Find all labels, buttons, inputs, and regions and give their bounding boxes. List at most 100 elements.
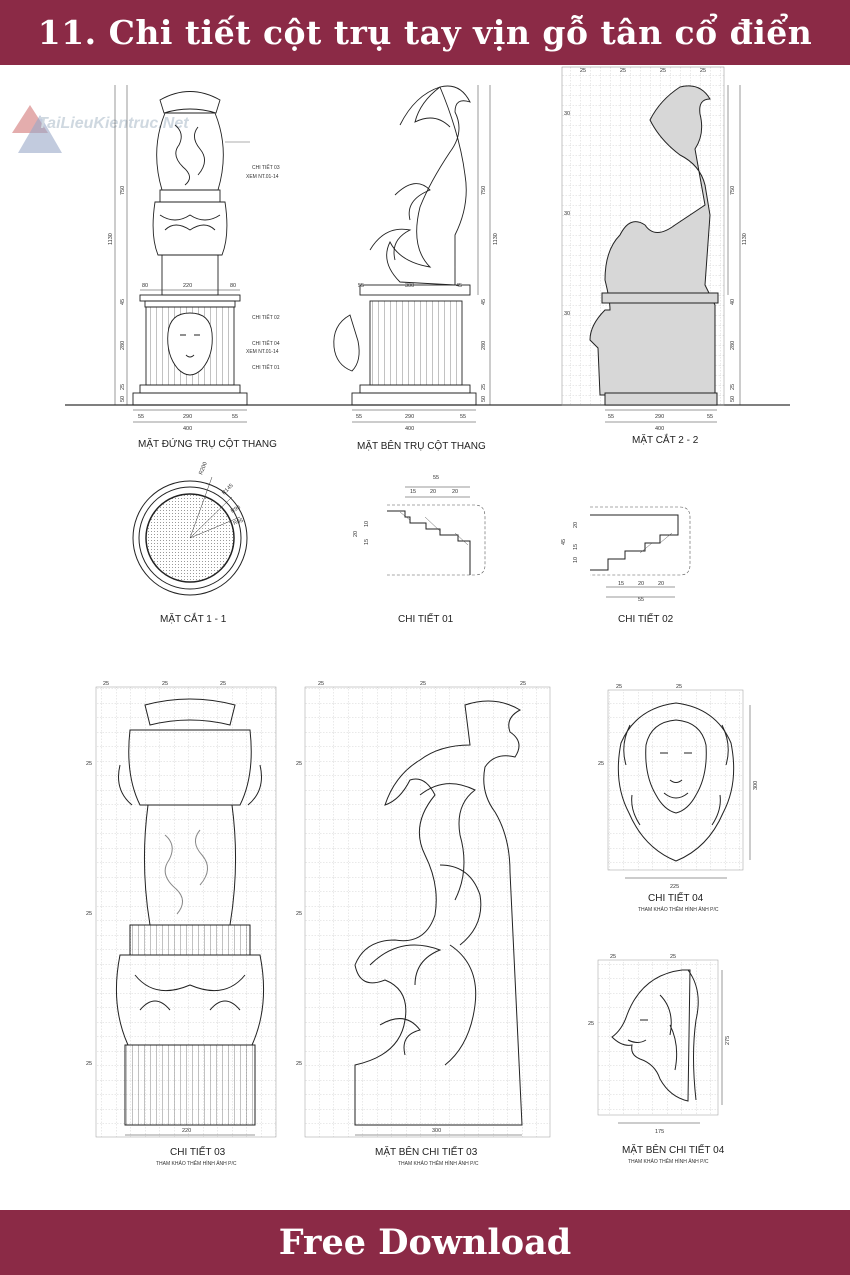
section22-dim-text: 25 25 25 25 30 30 30 55 290 55 400 1130 … [564, 68, 748, 432]
svg-text:R200: R200 [198, 461, 208, 475]
svg-text:300: 300 [405, 283, 414, 289]
detail-03-label: CHI TIẾT 03 [170, 1145, 226, 1158]
svg-text:25: 25 [120, 384, 126, 390]
detail-02: 15 20 20 55 45 20 15 10 [561, 506, 691, 603]
svg-text:45: 45 [561, 539, 567, 545]
svg-text:20: 20 [658, 581, 664, 587]
svg-text:25: 25 [620, 68, 626, 74]
svg-text:25: 25 [296, 761, 302, 767]
svg-text:25: 25 [481, 384, 487, 390]
svg-text:30: 30 [564, 211, 570, 217]
svg-text:20: 20 [430, 489, 436, 495]
detail-04: 225 300 25 25 25 [598, 684, 759, 890]
svg-text:30: 30 [564, 111, 570, 117]
free-download-button[interactable]: Free Download [278, 1222, 572, 1263]
side-elevation [333, 85, 477, 406]
svg-text:CHI TIẾT 02: CHI TIẾT 02 [252, 314, 280, 321]
section22-dims [605, 85, 741, 423]
detail-01: 55 15 20 20 20 15 10 [353, 475, 486, 576]
svg-text:25: 25 [588, 1021, 594, 1027]
title-banner: 11. Chi tiết cột trụ tay vịn gỗ tân cổ đ… [0, 0, 850, 65]
side-detail-03: 300 25 25 25 25 25 25 [296, 681, 551, 1138]
svg-text:25: 25 [86, 761, 92, 767]
download-banner[interactable]: Free Download [0, 1210, 850, 1275]
side-elevation-label: MẶT BÊN TRỤ CỘT THANG [357, 439, 486, 452]
svg-text:25: 25 [610, 954, 616, 960]
side-detail-04: 175 275 25 25 25 [588, 954, 731, 1135]
svg-text:1130: 1130 [108, 233, 114, 245]
svg-text:CHI TIẾT 04: CHI TIẾT 04 [252, 340, 280, 347]
svg-text:25: 25 [420, 681, 426, 687]
svg-text:15: 15 [618, 581, 624, 587]
detail-03: 220 25 25 25 25 25 25 [86, 681, 277, 1138]
svg-text:20: 20 [573, 522, 579, 528]
front-dim-text: 55 290 55 400 80 220 80 1130 750 45 280 … [108, 186, 238, 432]
svg-text:280: 280 [120, 341, 126, 350]
svg-text:80: 80 [230, 283, 236, 289]
svg-text:R85: R85 [233, 518, 245, 527]
svg-text:15: 15 [573, 544, 579, 550]
watermark-text: TaiLieuKientruc.Net [38, 115, 189, 132]
svg-text:300: 300 [432, 1128, 441, 1134]
svg-text:750: 750 [481, 186, 487, 195]
svg-text:25: 25 [520, 681, 526, 687]
svg-text:10: 10 [364, 521, 370, 527]
svg-text:20: 20 [452, 489, 458, 495]
svg-text:15: 15 [410, 489, 416, 495]
svg-text:55: 55 [707, 414, 713, 420]
svg-text:45: 45 [456, 283, 462, 289]
svg-text:55: 55 [356, 414, 362, 420]
svg-text:30: 30 [564, 311, 570, 317]
svg-text:290: 290 [405, 414, 414, 420]
section-1-1: R200 R145 R95 R85 [132, 461, 248, 596]
svg-text:55: 55 [433, 475, 439, 481]
section-2-2 [561, 66, 725, 406]
side-dimensions [352, 85, 491, 423]
svg-text:280: 280 [730, 341, 736, 350]
svg-text:CHI TIẾT 01: CHI TIẾT 01 [252, 364, 280, 371]
watermark: TaiLieuKientruc.Net [12, 105, 189, 153]
svg-text:25: 25 [700, 68, 706, 74]
svg-text:290: 290 [655, 414, 664, 420]
svg-text:25: 25 [670, 954, 676, 960]
svg-text:20: 20 [353, 531, 359, 537]
svg-text:225: 225 [670, 884, 679, 890]
svg-text:80: 80 [142, 283, 148, 289]
front-elevation-label: MẶT ĐỨNG TRỤ CỘT THANG [138, 437, 277, 450]
svg-text:45: 45 [481, 299, 487, 305]
svg-text:55: 55 [638, 597, 644, 603]
section-2-2-label: MẶT CẮT 2 - 2 [632, 433, 699, 446]
svg-text:175: 175 [655, 1129, 664, 1135]
svg-text:25: 25 [676, 684, 682, 690]
svg-text:25: 25 [296, 1061, 302, 1067]
svg-text:750: 750 [730, 186, 736, 195]
svg-text:25: 25 [318, 681, 324, 687]
svg-text:25: 25 [598, 761, 604, 767]
detail-03-note: THAM KHẢO THÊM HÌNH ẢNH P/C [156, 1159, 237, 1167]
svg-text:25: 25 [730, 384, 736, 390]
svg-text:50: 50 [120, 396, 126, 402]
svg-text:280: 280 [481, 341, 487, 350]
svg-text:XEM NT.01-14: XEM NT.01-14 [246, 174, 279, 180]
svg-text:55: 55 [608, 414, 614, 420]
side-detail-03-note: THAM KHẢO THÊM HÌNH ẢNH P/C [398, 1159, 479, 1167]
svg-text:290: 290 [183, 414, 192, 420]
side-detail-04-label: MẶT BÊN CHI TIẾT 04 [622, 1143, 725, 1156]
front-dimensions [114, 85, 247, 423]
front-elevation [132, 91, 248, 406]
detail-02-label: CHI TIẾT 02 [618, 612, 674, 625]
svg-text:1130: 1130 [742, 233, 748, 245]
side-dim-text: 55 290 55 400 55 300 45 1130 750 45 280 … [356, 186, 499, 432]
section-1-1-label: MẶT CẮT 1 - 1 [160, 612, 227, 625]
svg-text:750: 750 [120, 186, 126, 195]
svg-text:25: 25 [162, 681, 168, 687]
svg-text:55: 55 [232, 414, 238, 420]
svg-text:1130: 1130 [493, 233, 499, 245]
svg-text:25: 25 [86, 911, 92, 917]
svg-text:R95: R95 [230, 504, 242, 514]
svg-text:15: 15 [364, 539, 370, 545]
detail-04-label: CHI TIẾT 04 [648, 891, 704, 904]
page-title: 11. Chi tiết cột trụ tay vịn gỗ tân cổ đ… [37, 13, 813, 52]
svg-text:XEM NT.01-14: XEM NT.01-14 [246, 349, 279, 355]
svg-text:CHI TIẾT 03: CHI TIẾT 03 [252, 164, 280, 171]
